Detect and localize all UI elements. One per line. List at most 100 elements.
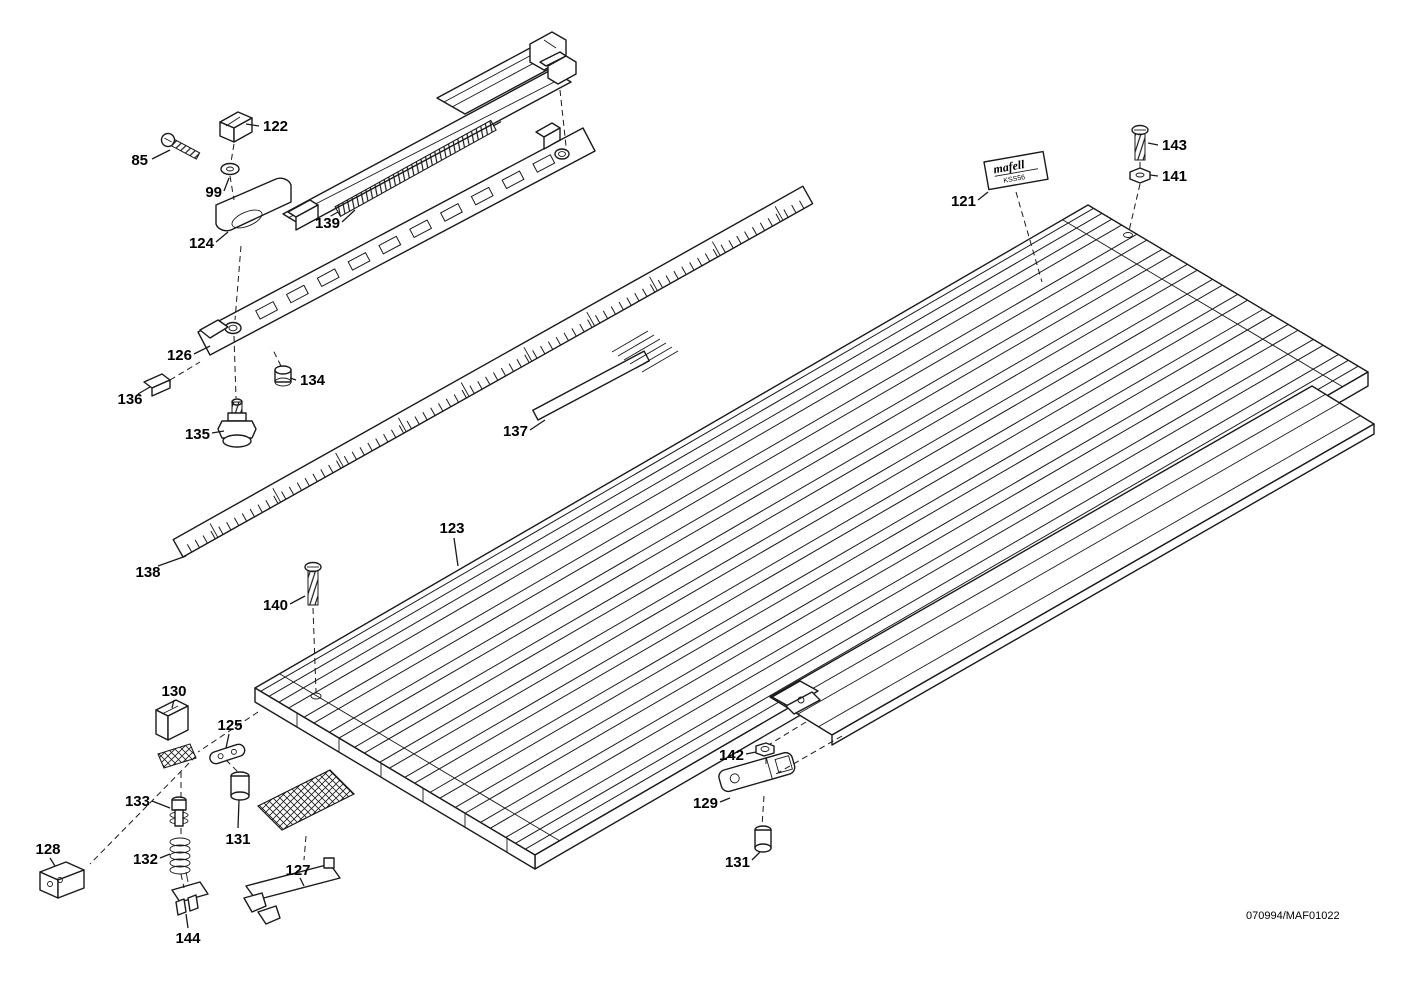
- nut-142: [755, 742, 775, 757]
- part-label-135: 135: [185, 426, 210, 443]
- part-label-136: 136: [117, 391, 142, 408]
- block-136: [143, 373, 171, 397]
- part-label-134: 134: [300, 372, 326, 389]
- doc-reference: 070994/MAF01022: [1246, 910, 1340, 922]
- cap-134: [274, 365, 292, 387]
- printed-hatch: [611, 330, 679, 373]
- part-labels: 85 122 99 124 139 126 136 134 135 137 13…: [35, 118, 1187, 947]
- leader-121: [977, 191, 989, 201]
- leader-144: [185, 913, 189, 929]
- foot-131-right: [754, 825, 772, 853]
- grip-pad: [256, 769, 356, 831]
- foot-131-left: [230, 771, 250, 801]
- spring-132: [169, 837, 191, 875]
- leader-85: [151, 149, 171, 160]
- edge-strip-clamp: [771, 680, 821, 715]
- bolt-135: [217, 398, 257, 448]
- plate-129: [718, 751, 796, 793]
- leader-125: [225, 733, 230, 749]
- leader-122: [245, 123, 260, 127]
- link-125: [209, 743, 246, 765]
- spring-rod: [330, 119, 502, 218]
- clamp-claw-144: [171, 871, 209, 916]
- screw-143: [1131, 124, 1149, 161]
- part-label-121: 121: [951, 193, 976, 210]
- rail-hole-rear: [1123, 232, 1133, 238]
- screw-85: [160, 132, 201, 160]
- brand-plate-model: KSS56: [1003, 174, 1026, 185]
- pin-133: [169, 796, 189, 827]
- part-label-129: 129: [693, 795, 718, 812]
- slotted-rail-hole-right: [554, 148, 570, 160]
- insert-strip-137: [532, 350, 650, 421]
- leader-133: [151, 800, 171, 809]
- part-label-125: 125: [217, 717, 242, 734]
- clip-130: [155, 699, 189, 741]
- part-label-85: 85: [131, 152, 148, 169]
- rail-hole-front: [310, 692, 322, 700]
- leader-128: [49, 857, 56, 867]
- leader-134: [289, 377, 297, 381]
- part-label-138: 138: [135, 564, 160, 581]
- leader-130: [171, 699, 175, 709]
- leader-140: [289, 595, 306, 605]
- leader-135: [211, 430, 225, 434]
- part-label-130: 130: [161, 683, 186, 700]
- leader-137: [529, 419, 546, 431]
- part-label-127: 127: [285, 862, 310, 879]
- slotted-rail-end-bracket: [535, 122, 561, 150]
- screw-140: [304, 561, 322, 606]
- part-label-139: 139: [315, 215, 340, 232]
- washer-99: [220, 162, 240, 176]
- part-label-126: 126: [167, 347, 192, 364]
- leader-142: [745, 751, 757, 755]
- guide-rail-body: [255, 205, 1368, 869]
- part-label-144: 144: [175, 930, 201, 947]
- alignment-lines: [89, 89, 1141, 889]
- part-label-131-left: 131: [225, 831, 250, 848]
- cover-strip: [282, 55, 577, 231]
- leader-138: [157, 555, 187, 567]
- leader-129: [719, 797, 731, 803]
- leader-131-left: [237, 799, 240, 829]
- part-label-143: 143: [1162, 137, 1187, 154]
- leader-141: [1149, 174, 1159, 177]
- part-label-128: 128: [35, 841, 60, 858]
- rubber-insert: [157, 743, 197, 769]
- part-label-132: 132: [133, 851, 158, 868]
- slotted-rail: [198, 123, 595, 355]
- leader-136: [137, 386, 151, 395]
- part-label-131-right: 131: [725, 854, 750, 871]
- leader-123: [453, 537, 459, 567]
- leader-132: [159, 853, 171, 859]
- leader-139: [341, 209, 356, 223]
- rail-end-face: [296, 713, 508, 852]
- leader-99: [223, 177, 230, 192]
- edge-strip-body: [769, 385, 1375, 746]
- leader-126: [193, 345, 211, 355]
- ruler-strip: [172, 185, 814, 558]
- part-label-140: 140: [263, 597, 288, 614]
- nut-141: [1129, 167, 1151, 184]
- slotted-rail-end-tab: [199, 319, 229, 339]
- brand-plate: mafell KSS56: [983, 150, 1049, 191]
- bracket-127: [243, 857, 341, 925]
- brand-plate-name: mafell: [992, 157, 1026, 176]
- rail-ribs: [261, 208, 1359, 849]
- end-plate: [215, 177, 292, 232]
- part-label-133: 133: [125, 793, 150, 810]
- part-label-99: 99: [205, 184, 222, 201]
- leader-lines: [49, 123, 1159, 929]
- leader-127: [299, 877, 305, 887]
- leader-124: [215, 231, 229, 243]
- part-label-122: 122: [263, 118, 288, 135]
- part-label-124: 124: [189, 235, 215, 252]
- clamp-bracket-128: [39, 861, 85, 899]
- part-label-141: 141: [1162, 168, 1187, 185]
- part-label-137: 137: [503, 423, 528, 440]
- clip-122: [219, 111, 253, 143]
- leader-131-right: [751, 851, 761, 861]
- part-label-123: 123: [439, 520, 464, 537]
